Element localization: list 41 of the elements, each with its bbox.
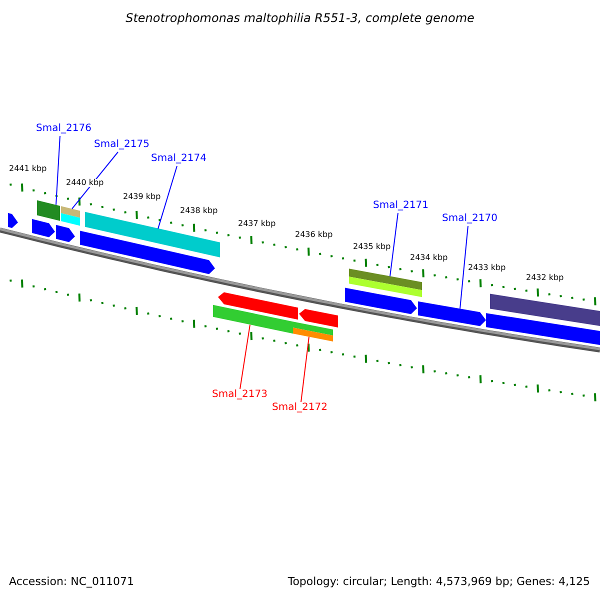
scale-label: 2438 kbp	[179, 207, 219, 215]
gene-bar	[490, 294, 600, 326]
pointed-gene-block	[32, 219, 55, 238]
scale-label: 2435 kbp	[352, 243, 392, 251]
scale-label: 2440 kbp	[65, 179, 105, 187]
pointed-gene-block	[299, 309, 338, 328]
pointed-gene-block	[8, 213, 18, 228]
pointed-gene-block	[80, 230, 215, 274]
gene-bar	[349, 268, 422, 298]
scale-label: 2433 kbp	[467, 264, 507, 272]
footer-note: Accession: NC_011071	[9, 576, 134, 587]
gene-label: Smal_2175	[94, 140, 150, 150]
leader-line	[158, 166, 178, 230]
footer-note: Topology: circular; Length: 4,573,969 bp; Genes: 4,125	[288, 576, 590, 587]
gene-label: Smal_2172	[272, 403, 328, 413]
leader-line	[240, 324, 250, 390]
gene-label: Smal_2174	[151, 154, 206, 164]
gene-label: Smal_2173	[212, 390, 268, 400]
gene-bar	[213, 304, 293, 334]
pointed-gene-block	[418, 301, 486, 326]
leader-line	[300, 336, 310, 402]
leader-line	[56, 136, 60, 206]
pointed-gene-block	[218, 292, 298, 320]
pointed-gene-block	[345, 288, 417, 314]
gene-label: Smal_2171	[373, 201, 428, 211]
gene-bar	[37, 200, 60, 221]
scale-label: 2432 kbp	[525, 274, 565, 282]
gene-bar	[486, 313, 600, 345]
scale-label: 2434 kbp	[409, 254, 449, 262]
gene-bar	[293, 322, 333, 342]
scale-label: 2436 kbp	[294, 231, 334, 239]
gene-label: Smal_2170	[442, 214, 498, 224]
map-title: Stenotrophomonas maltophilia R551-3, complete genome	[126, 12, 474, 24]
leader-line	[460, 226, 468, 310]
leader-line	[72, 152, 118, 210]
pointed-gene-block	[56, 224, 75, 242]
scale-label: 2437 kbp	[237, 220, 277, 228]
gene-label: Smal_2176	[36, 124, 92, 134]
scale-label: 2439 kbp	[122, 193, 162, 201]
gene-bar	[61, 206, 80, 226]
scale-label: 2441 kbp	[8, 165, 48, 173]
